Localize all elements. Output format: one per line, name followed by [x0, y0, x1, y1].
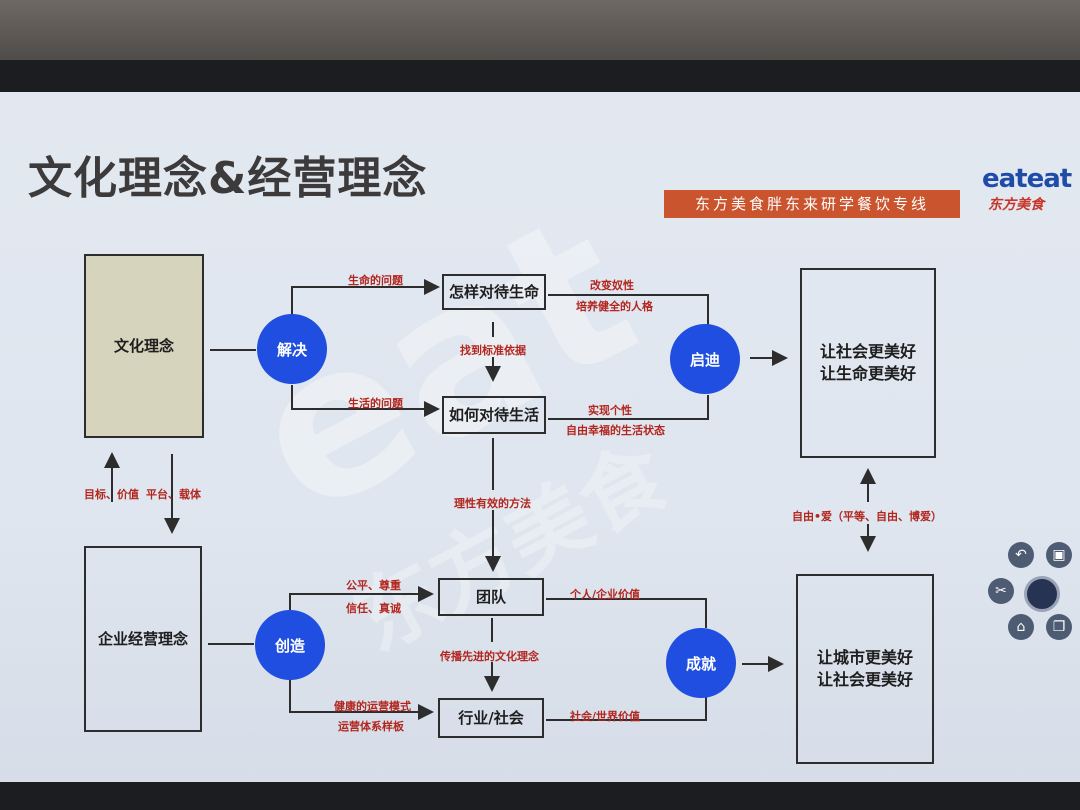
label-fair-respect: 公平、尊重: [346, 579, 401, 592]
goal-bottom-line1: 让城市更美好: [816, 647, 913, 667]
briefcase-icon[interactable]: ▣: [1046, 542, 1072, 568]
undo-icon[interactable]: ↶: [1008, 542, 1034, 568]
business-concept-label: 企业经营理念: [97, 629, 188, 648]
logo-cn: 东方美食: [988, 197, 1044, 213]
team-box: 团队: [438, 578, 544, 616]
label-personal-value: 个人/企业价值: [570, 588, 641, 601]
page-title: 文化理念&经营理念: [28, 153, 428, 204]
home-icon[interactable]: ⌂: [1008, 614, 1034, 640]
window-icon[interactable]: ❐: [1046, 614, 1072, 640]
label-healthy-model: 健康的运营模式: [334, 700, 411, 713]
presentation-screen: eat 东方美食 文化理念&经营理念 东方美食胖东来研学餐饮专线 eateat …: [0, 92, 1080, 782]
label-platform-carrier: 平台、载体: [146, 488, 201, 501]
floating-control-panel: ↶ ▣ ✂ ⌂ ❐: [984, 536, 1080, 652]
solve-circle: 解决: [257, 314, 327, 384]
goal-top-line2: 让生命更美好: [819, 364, 916, 383]
goal-bottom-line2: 让社会更美好: [816, 670, 913, 689]
brand-logo: eateat 东方美食: [982, 134, 1072, 222]
team-label: 团队: [475, 587, 506, 606]
create-circle: 创造: [255, 610, 325, 680]
label-freedom-love: 自由•爱（平等、自由、博爱）: [792, 510, 943, 523]
logo-text: eateat: [982, 164, 1072, 194]
record-icon[interactable]: [1024, 576, 1060, 612]
label-self-realize: 实现个性: [588, 404, 632, 417]
label-living-problem: 生活的问题: [348, 397, 403, 410]
goal-top-line1: 让社会更美好: [819, 341, 916, 361]
culture-concept-label: 文化理念: [113, 336, 174, 355]
label-find-standard: 找到标准依据: [460, 344, 526, 357]
culture-concept-box: 文化理念: [84, 254, 204, 438]
goal-top-box: 让社会更美好 让生命更美好: [800, 268, 936, 458]
scissors-icon[interactable]: ✂: [988, 578, 1014, 604]
achieve-circle: 成就: [666, 628, 736, 698]
subtitle-banner: 东方美食胖东来研学餐饮专线: [664, 190, 960, 218]
business-concept-box: 企业经营理念: [84, 546, 202, 732]
label-spread-culture: 传播先进的文化理念: [440, 650, 539, 663]
label-social-value: 社会/世界价值: [570, 710, 641, 723]
label-trust-sincere: 信任、真诚: [346, 602, 401, 615]
connector-lines: [104, 279, 876, 721]
label-free-happy: 自由幸福的生活状态: [566, 424, 665, 437]
enlighten-circle: 启迪: [670, 324, 740, 394]
goal-bottom-box: 让城市更美好 让社会更美好: [796, 574, 934, 764]
how-live-label: 如何对待生活: [448, 405, 539, 424]
label-cultivate: 培养健全的人格: [576, 300, 653, 313]
label-goal-value: 目标、价值: [84, 488, 139, 501]
how-live-box: 如何对待生活: [442, 396, 546, 434]
label-change-habit: 改变奴性: [590, 279, 634, 292]
industry-label: 行业/社会: [458, 708, 524, 727]
treat-life-label: 怎样对待生命: [448, 282, 539, 301]
treat-life-box: 怎样对待生命: [442, 274, 546, 310]
label-life-problem: 生命的问题: [348, 274, 403, 287]
label-rational-method: 理性有效的方法: [454, 497, 531, 510]
industry-box: 行业/社会: [438, 698, 544, 738]
label-op-system: 运营体系样板: [338, 720, 404, 733]
